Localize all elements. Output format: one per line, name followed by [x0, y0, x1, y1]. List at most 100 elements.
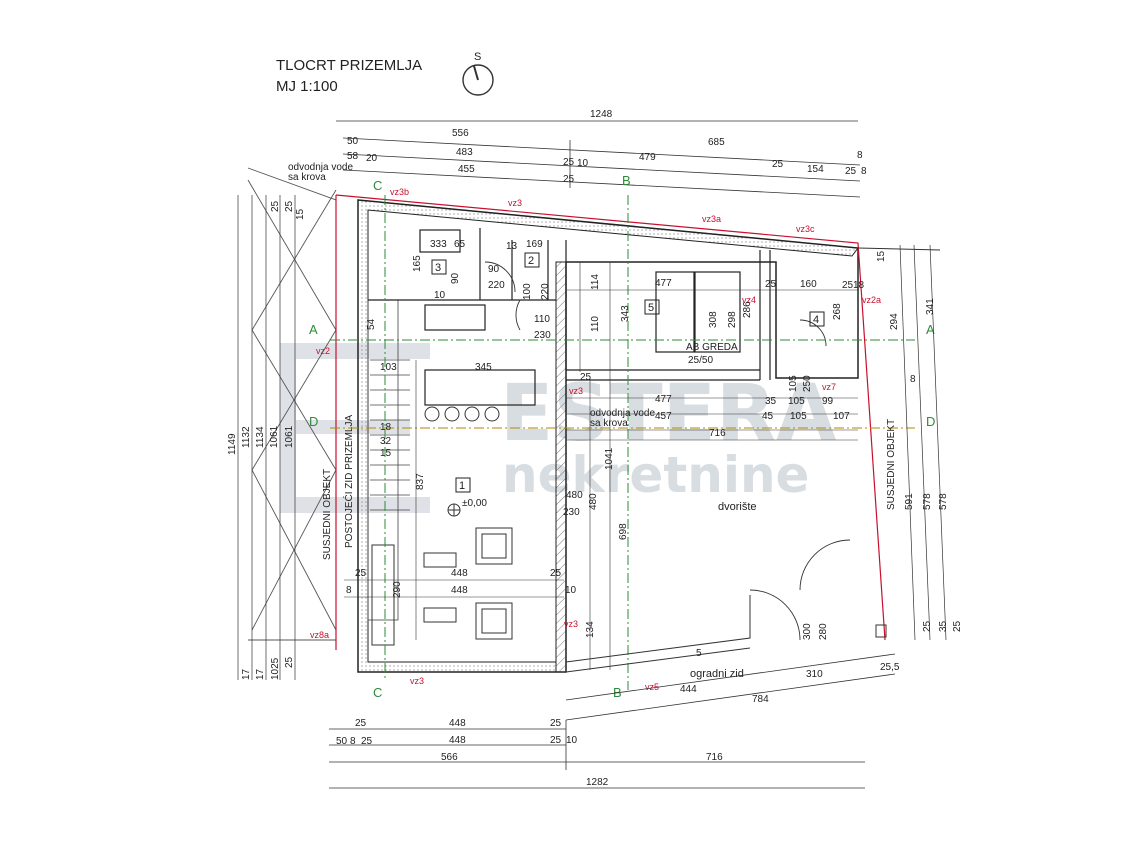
- inner-dimension-lines: [344, 262, 858, 670]
- dim-556: 556: [452, 128, 469, 139]
- dim-8a: 8: [857, 150, 863, 161]
- stairs: [370, 359, 410, 511]
- dim-1132: 1132: [241, 426, 252, 448]
- level-value: ±0,00: [462, 498, 487, 509]
- room-2: 2: [528, 255, 534, 267]
- tag-vz3b: vz3b: [390, 187, 409, 197]
- note-drain-top-1: odvodnja vode: [288, 162, 353, 173]
- tag-vz8a: vz8a: [310, 630, 329, 640]
- dim-left-25b: 25: [284, 200, 295, 212]
- dim-345: 345: [475, 362, 492, 373]
- dim-716-inner: 716: [709, 428, 726, 439]
- dim-b448a: 448: [449, 718, 466, 729]
- left-dimensions: [237, 195, 296, 680]
- dim-448a: 448: [451, 568, 468, 579]
- dim-45: 45: [762, 411, 774, 422]
- dim-341: 341: [925, 298, 936, 315]
- dim-b8: 8: [350, 736, 356, 747]
- dim-308: 308: [708, 311, 719, 328]
- dim-114: 114: [590, 274, 601, 290]
- dim-103: 103: [380, 362, 397, 373]
- dim-25e: 25: [580, 372, 592, 383]
- dim-15b: 15: [380, 448, 392, 459]
- neighbour-right: [857, 247, 941, 251]
- dim-10a: 10: [577, 158, 589, 169]
- dim-right-15: 15: [876, 250, 887, 262]
- dim-13: 13: [506, 241, 518, 252]
- dim-left-25a: 25: [270, 200, 281, 212]
- dim-160: 160: [800, 279, 817, 290]
- dim-333: 333: [430, 239, 447, 250]
- section-a-left: A: [309, 322, 318, 337]
- dim-1041: 1041: [604, 447, 615, 470]
- tag-vz5: vz5: [645, 682, 659, 692]
- label-existing-wall: POSTOJEĆI ZID PRIZEMLJA: [342, 415, 355, 548]
- dim-b784: 784: [752, 694, 769, 705]
- dim-b448b: 448: [449, 735, 466, 746]
- dim-65: 65: [454, 239, 466, 250]
- dim-479: 479: [639, 152, 656, 163]
- dim-b444: 444: [680, 684, 697, 695]
- dim-b1282: 1282: [586, 777, 609, 788]
- room-1: 1: [459, 480, 465, 492]
- dim-right-8: 8: [910, 374, 916, 385]
- dim-25b: 25: [772, 159, 784, 170]
- dim-b25d: 25: [550, 735, 562, 746]
- dim-837: 837: [415, 473, 426, 490]
- room-5: 5: [648, 302, 654, 314]
- dim-90b: 90: [450, 272, 461, 284]
- watermark-line2: nekretnine: [502, 446, 809, 504]
- dim-105a: 105: [788, 396, 805, 407]
- section-c-bottom: C: [373, 685, 382, 700]
- dim-105c: 105: [788, 375, 799, 392]
- dim-591: 591: [904, 493, 915, 510]
- dim-b25b: 25: [550, 718, 562, 729]
- section-d-right: D: [926, 414, 935, 429]
- dim-25c: 25: [563, 174, 575, 185]
- dim-220a: 220: [488, 280, 505, 291]
- dim-8: 8: [346, 585, 352, 596]
- dim-165: 165: [412, 255, 423, 272]
- dim-578: 578: [922, 493, 933, 510]
- tag-vz3a: vz3a: [702, 214, 721, 224]
- section-lines: [330, 195, 915, 690]
- north-arrow-icon: S: [462, 51, 494, 96]
- dim-294: 294: [889, 313, 900, 330]
- beam-size: 25/50: [688, 355, 713, 366]
- neighbour-left: [247, 167, 337, 641]
- dim-154: 154: [807, 164, 824, 175]
- dim-268: 268: [832, 303, 843, 320]
- fence-wall-label: ogradni zid: [690, 668, 744, 680]
- dim-1025: 1025: [270, 657, 281, 680]
- label-neighbour-left: SUSJEDNI OBJEKT: [322, 469, 333, 560]
- dim-134: 134: [585, 621, 596, 638]
- section-b-top: B: [622, 173, 631, 188]
- dim-300: 300: [802, 623, 813, 640]
- dim-10: 10: [565, 585, 577, 596]
- dim-25b-inner: 25: [842, 280, 854, 291]
- dim-b255: 25,5: [880, 662, 900, 673]
- dim-298: 298: [727, 311, 738, 328]
- dim-286: 286: [742, 301, 753, 318]
- dim-b25c: 25: [361, 736, 373, 747]
- note-drain-mid-2: sa krova: [590, 418, 628, 429]
- tag-vz3c: vz3c: [796, 224, 815, 234]
- dim-32: 32: [380, 436, 392, 447]
- tag-vz3-bot: vz3: [410, 676, 424, 686]
- furniture: [371, 527, 513, 646]
- tag-vz4: vz4: [742, 295, 756, 305]
- dim-b716: 716: [706, 752, 723, 763]
- dim-8b: 8: [861, 166, 867, 177]
- dim-280: 280: [818, 623, 829, 640]
- tag-vz7: vz7: [822, 382, 836, 392]
- room-tags: [431, 252, 825, 493]
- tag-vz2: vz2: [316, 346, 330, 356]
- dim-50: 50: [347, 136, 359, 147]
- label-neighbour-right: SUSJEDNI OBJEKT: [886, 419, 897, 510]
- dim-b25a: 25: [355, 718, 367, 729]
- bottom-dimensions: [329, 653, 896, 789]
- dim-right-25b: 25: [952, 620, 963, 632]
- dim-480a: 480: [566, 490, 583, 501]
- section-d-left: D: [309, 414, 318, 429]
- dim-1061: 1061: [269, 425, 280, 448]
